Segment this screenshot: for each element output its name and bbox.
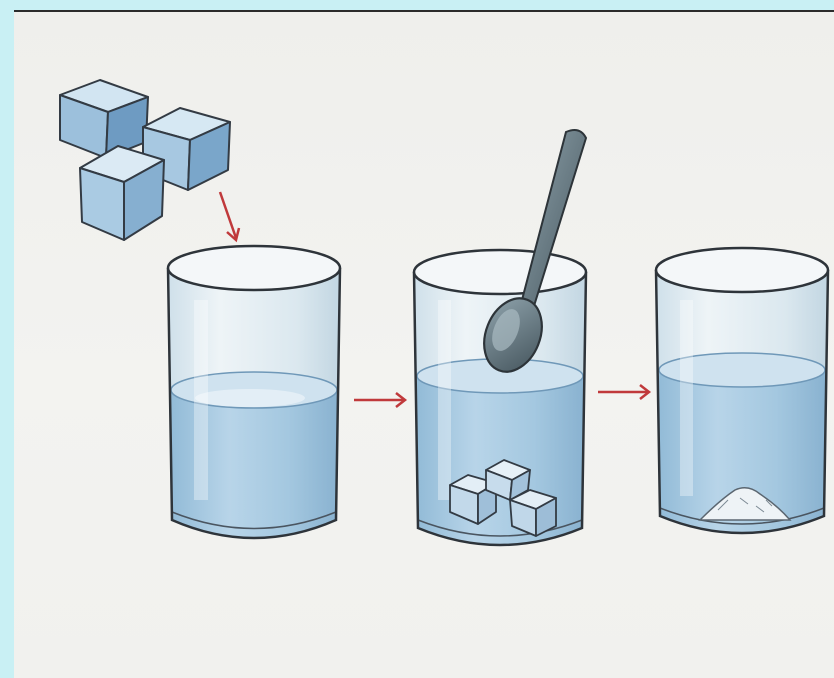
arrow-right-icon [598,385,649,399]
sugar-cube [60,80,148,158]
glass-of-water [168,246,340,538]
arrow-down-icon [220,192,239,240]
sugar-cubes [60,80,230,240]
glass-with-cubes-and-spoon [414,130,586,545]
arrow-right-icon [354,393,405,407]
sugar-cube [80,146,164,240]
glass-with-dissolving-sugar [656,248,828,533]
